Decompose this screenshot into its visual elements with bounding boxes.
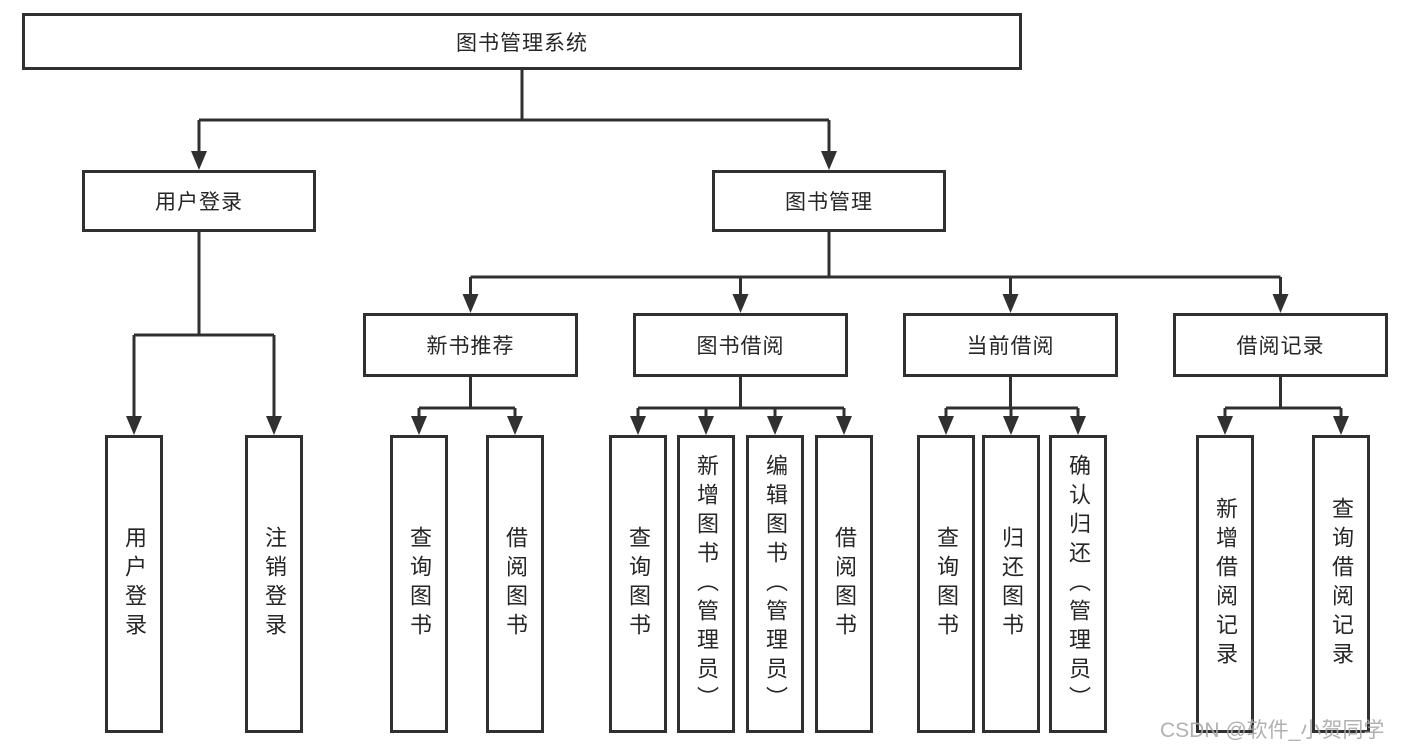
- node-label: 图书管理: [785, 191, 873, 214]
- leaf-label: 新增图书（管理员）: [694, 453, 719, 715]
- node-label: 图书借阅: [696, 335, 785, 358]
- node-system-root: 图书管理系统: [22, 13, 1022, 70]
- node-label: 图书管理系统: [456, 31, 588, 55]
- node-user-login: 用户登录: [82, 170, 316, 232]
- leaf-label: 借阅图书: [832, 526, 857, 642]
- leaf-label: 归还图书: [999, 526, 1024, 642]
- watermark: CSDN @软件_小贺同学: [1160, 719, 1385, 742]
- leaf-label: 确认归还（管理员）: [1066, 453, 1091, 715]
- node-new-book-recommend: 新书推荐: [363, 313, 578, 377]
- leaf-user-login: 用户登录: [105, 435, 163, 733]
- leaf-query-books-borrow: 查询图书: [609, 435, 667, 733]
- leaf-label: 查询图书: [626, 526, 651, 642]
- leaf-add-books-admin: 新增图书（管理员）: [677, 435, 735, 733]
- leaf-query-books-current: 查询图书: [917, 435, 975, 733]
- node-book-borrow: 图书借阅: [633, 313, 848, 377]
- node-borrow-records: 借阅记录: [1173, 313, 1388, 377]
- leaf-query-borrow-record: 查询借阅记录: [1312, 435, 1370, 733]
- node-label: 当前借阅: [966, 335, 1055, 358]
- node-label: 借阅记录: [1236, 335, 1325, 358]
- arrowheads: [126, 151, 1349, 435]
- leaf-edit-books-admin: 编辑图书（管理员）: [746, 435, 804, 733]
- leaf-label: 用户登录: [122, 526, 147, 642]
- leaf-borrow-books: 借阅图书: [815, 435, 873, 733]
- leaf-label: 查询图书: [934, 526, 959, 642]
- leaf-logout: 注销登录: [245, 435, 303, 733]
- leaf-label: 编辑图书（管理员）: [763, 453, 788, 715]
- leaf-query-books-recommend: 查询图书: [390, 435, 448, 733]
- leaf-borrow-books-recommend: 借阅图书: [486, 435, 544, 733]
- node-label: 新书推荐: [426, 335, 515, 358]
- node-book-management: 图书管理: [712, 170, 946, 232]
- node-current-borrow: 当前借阅: [903, 313, 1118, 377]
- leaf-label: 查询图书: [407, 526, 432, 642]
- leaf-label: 新增借阅记录: [1213, 497, 1238, 671]
- leaf-label: 查询借阅记录: [1329, 497, 1354, 671]
- leaf-label: 借阅图书: [503, 526, 528, 642]
- leaf-return-books: 归还图书: [982, 435, 1040, 733]
- leaf-confirm-return-admin: 确认归还（管理员）: [1049, 435, 1107, 733]
- leaf-add-borrow-record: 新增借阅记录: [1196, 435, 1254, 733]
- leaf-label: 注销登录: [262, 526, 287, 642]
- node-label: 用户登录: [155, 191, 243, 214]
